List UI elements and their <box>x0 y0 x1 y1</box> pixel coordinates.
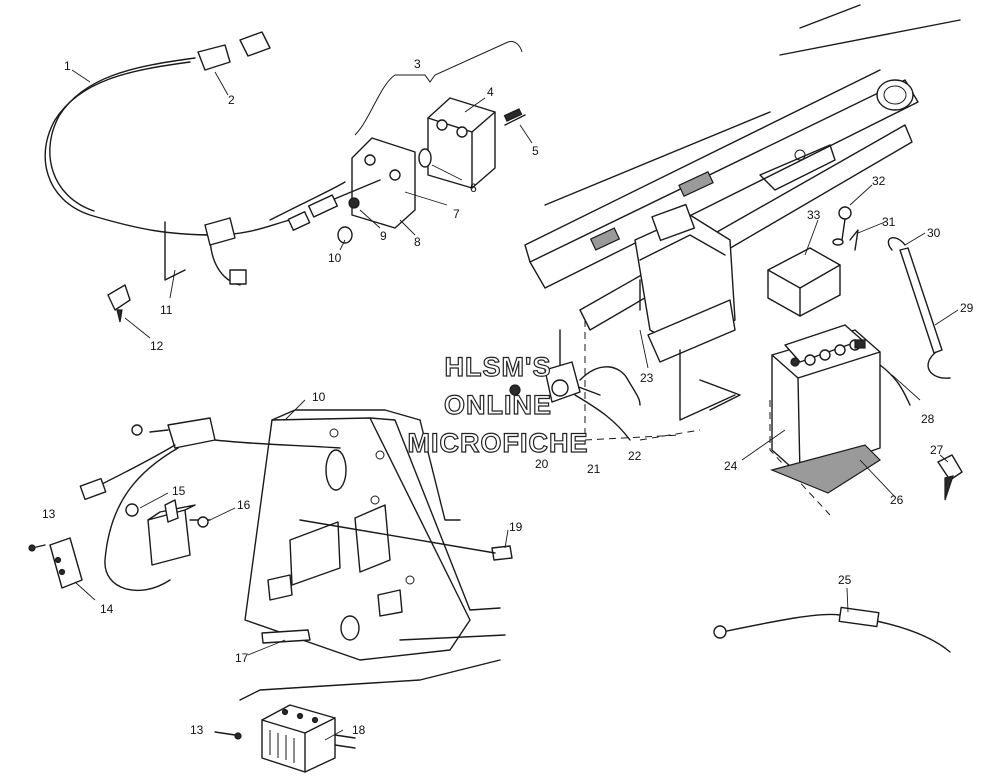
bolt-19 <box>299 519 513 561</box>
leader-lines <box>71 69 959 741</box>
hold-down-strap <box>887 237 951 379</box>
battery-cable-25 <box>713 606 951 653</box>
callout-17: 17 <box>235 651 249 665</box>
battery-cable-28 <box>879 364 911 406</box>
watermark: HLSM'S ONLINE MICROFICHE <box>407 351 589 458</box>
callout-24: 24 <box>724 459 738 473</box>
callout-28: 28 <box>921 412 935 426</box>
battery-pad <box>770 444 881 494</box>
callout-15: 15 <box>172 484 186 498</box>
terminal-boot <box>937 454 963 501</box>
part-14-block <box>28 537 83 589</box>
callout-8: 8 <box>414 235 421 249</box>
callout-33: 33 <box>807 208 821 222</box>
callout-25: 25 <box>838 573 852 587</box>
watermark-line-3: MICROFICHE <box>408 428 589 458</box>
callout-4: 4 <box>487 85 494 99</box>
battery-bracket <box>634 203 741 421</box>
callout-7: 7 <box>453 207 460 221</box>
watermark-line-1: HLSM'S <box>445 352 552 382</box>
callout-5: 5 <box>532 144 539 158</box>
rectifier <box>214 704 356 773</box>
wiring-harness <box>44 31 346 286</box>
callout-30: 30 <box>927 226 941 240</box>
mounting-plate <box>239 409 506 701</box>
assembly-outline <box>584 320 831 516</box>
taillight-assembly <box>307 97 526 244</box>
frame-rails <box>524 4 961 396</box>
callout-11: 11 <box>160 303 173 317</box>
callout-22: 22 <box>628 449 642 463</box>
battery <box>771 324 881 476</box>
bracket-3 <box>354 41 523 136</box>
battery-cover <box>767 247 841 317</box>
callout-16: 16 <box>237 498 251 512</box>
callout-9: 9 <box>380 229 387 243</box>
callout-26: 26 <box>890 493 904 507</box>
callout-13b: 13 <box>190 723 204 737</box>
callout-18: 18 <box>352 723 366 737</box>
callout-2: 2 <box>228 93 235 107</box>
callout-27: 27 <box>930 443 944 457</box>
callout-31: 31 <box>882 215 896 229</box>
cdi-module <box>79 417 341 592</box>
callout-10a: 10 <box>328 251 342 265</box>
callout-labels: 1 2 3 4 5 6 7 8 9 10 11 12 10 15 16 13 1… <box>42 57 974 737</box>
callout-13a: 13 <box>42 507 56 521</box>
callout-20: 20 <box>535 457 549 471</box>
starter-solenoid <box>509 361 641 441</box>
wire-clip <box>107 284 131 323</box>
callout-29: 29 <box>960 301 974 315</box>
callout-12: 12 <box>150 339 164 353</box>
callout-1: 1 <box>64 59 71 73</box>
callout-19: 19 <box>509 520 523 534</box>
ignition-coil <box>125 499 211 566</box>
watermark-line-2: ONLINE <box>444 390 552 420</box>
callout-10b: 10 <box>312 390 326 404</box>
battery-screw <box>832 206 859 251</box>
callout-23: 23 <box>640 371 654 385</box>
callout-14: 14 <box>100 602 114 616</box>
callout-32: 32 <box>872 174 886 188</box>
callout-6: 6 <box>470 181 477 195</box>
callout-21: 21 <box>587 462 601 476</box>
callout-3: 3 <box>414 57 421 71</box>
